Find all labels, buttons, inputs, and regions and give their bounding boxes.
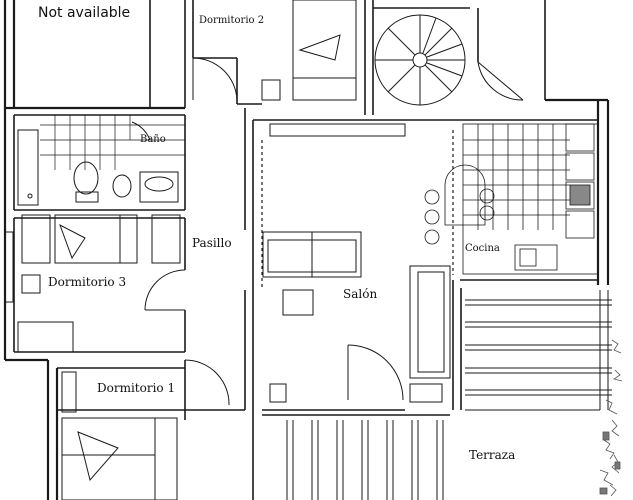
bed-dormitorio2 xyxy=(261,0,357,101)
bed-dormitorio1 xyxy=(61,371,178,500)
spiral-staircase xyxy=(374,14,466,106)
bed-dormitorio3 xyxy=(4,214,181,353)
pergola-beams xyxy=(286,420,444,500)
bathroom-fixtures xyxy=(17,115,185,206)
not-available-notice: Not available xyxy=(38,5,131,21)
room-label-bano: Baño xyxy=(140,134,166,145)
room-label-cocina: Cocina xyxy=(465,243,500,254)
room-label-salon: Salón xyxy=(343,287,378,301)
salon-furniture xyxy=(262,123,451,403)
kitchen-fixtures xyxy=(424,123,599,275)
room-label-terraza: Terraza xyxy=(469,448,516,462)
exterior-walls xyxy=(3,0,610,500)
garden-texture xyxy=(599,339,623,497)
interior-walls xyxy=(13,0,598,500)
terraza-pergola xyxy=(465,290,612,411)
room-label-dormitorio3: Dormitorio 3 xyxy=(48,275,127,289)
room-label-dormitorio1: Dormitorio 1 xyxy=(97,381,176,395)
room-label-pasillo: Pasillo xyxy=(192,236,232,250)
room-label-dormitorio2: Dormitorio 2 xyxy=(199,15,265,26)
open-passages xyxy=(261,130,454,290)
door-swings xyxy=(131,57,524,406)
